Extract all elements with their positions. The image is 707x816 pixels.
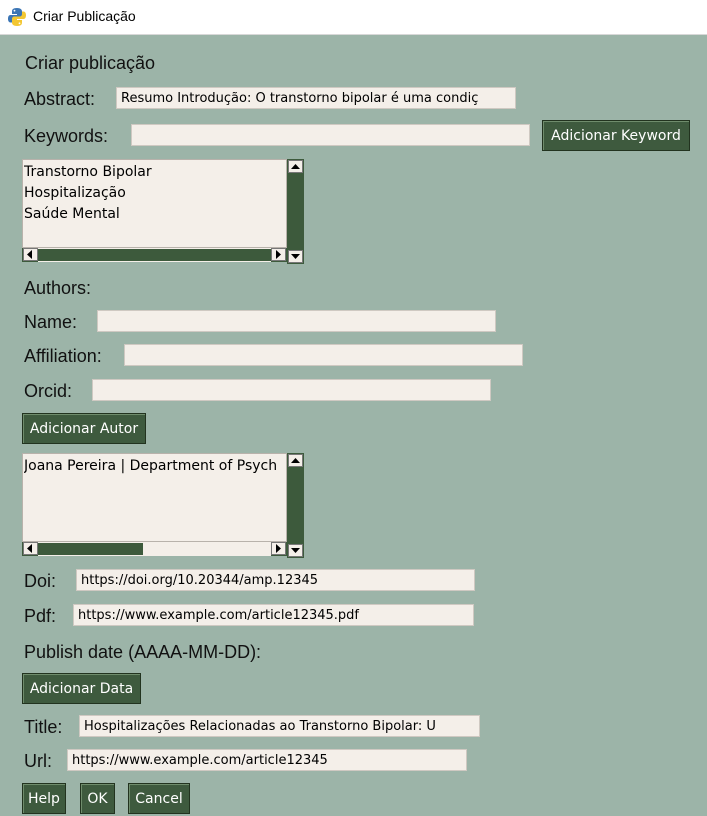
affiliation-label: Affiliation: <box>24 346 102 366</box>
authors-horizontal-scrollbar[interactable] <box>22 542 287 556</box>
authors-list[interactable]: Joana Pereira | Department of Psych <box>22 453 287 542</box>
url-label: Url: <box>24 751 52 771</box>
scroll-left-icon[interactable] <box>23 542 38 555</box>
keywords-horizontal-scrollbar[interactable] <box>22 248 287 262</box>
authors-label: Authors: <box>24 278 92 298</box>
orcid-field[interactable] <box>92 379 491 401</box>
author-item[interactable]: Joana Pereira | Department of Psych <box>24 458 278 474</box>
keyword-item[interactable]: Transtorno Bipolar <box>24 164 152 180</box>
doi-label: Doi: <box>24 571 57 591</box>
scroll-down-icon[interactable] <box>288 544 303 557</box>
scroll-right-icon[interactable] <box>271 248 286 261</box>
keyword-item[interactable]: Saúde Mental <box>24 206 120 222</box>
cancel-button[interactable]: Cancel <box>128 783 190 814</box>
add-keyword-button[interactable]: Adicionar Keyword <box>542 120 690 151</box>
abstract-field[interactable]: Resumo Introdução: O transtorno bipolar … <box>116 87 516 109</box>
name-field[interactable] <box>97 310 496 332</box>
form-heading: Criar publicação <box>25 53 156 73</box>
doi-field[interactable]: https://doi.org/10.20344/amp.12345 <box>76 569 475 591</box>
scroll-up-icon[interactable] <box>288 160 303 173</box>
pdf-field[interactable]: https://www.example.com/article12345.pdf <box>73 604 474 626</box>
orcid-label: Orcid: <box>24 381 73 401</box>
title-bar: Criar Publicação <box>0 0 707 35</box>
python-icon <box>7 7 27 27</box>
add-author-button[interactable]: Adicionar Autor <box>22 413 146 444</box>
scroll-track <box>38 542 271 556</box>
keywords-list[interactable]: Transtorno Bipolar Hospitalização Saúde … <box>22 159 287 248</box>
name-label: Name: <box>24 312 78 332</box>
abstract-label: Abstract: <box>24 89 96 109</box>
keywords-label: Keywords: <box>24 126 109 146</box>
url-field[interactable]: https://www.example.com/article12345 <box>67 749 467 771</box>
scroll-down-icon[interactable] <box>288 250 303 263</box>
keyword-item[interactable]: Hospitalização <box>24 185 126 201</box>
keywords-field[interactable] <box>131 124 530 146</box>
keywords-vertical-scrollbar[interactable] <box>287 159 304 264</box>
affiliation-field[interactable] <box>124 344 523 366</box>
window-title: Criar Publicação <box>33 8 136 24</box>
pdf-label: Pdf: <box>24 606 57 626</box>
scroll-thumb[interactable] <box>38 249 271 261</box>
scroll-up-icon[interactable] <box>288 454 303 467</box>
authors-vertical-scrollbar[interactable] <box>287 453 304 558</box>
title-label: Title: <box>24 717 63 737</box>
scroll-thumb[interactable] <box>38 543 143 555</box>
ok-button[interactable]: OK <box>80 783 115 814</box>
scroll-track <box>38 248 271 262</box>
publish-date-label: Publish date (AAAA-MM-DD): <box>24 642 262 662</box>
title-field[interactable]: Hospitalizações Relacionadas ao Transtor… <box>79 715 480 737</box>
scroll-right-icon[interactable] <box>271 542 286 555</box>
help-button[interactable]: Help <box>22 783 66 814</box>
add-date-button[interactable]: Adicionar Data <box>22 673 141 704</box>
scroll-left-icon[interactable] <box>23 248 38 261</box>
